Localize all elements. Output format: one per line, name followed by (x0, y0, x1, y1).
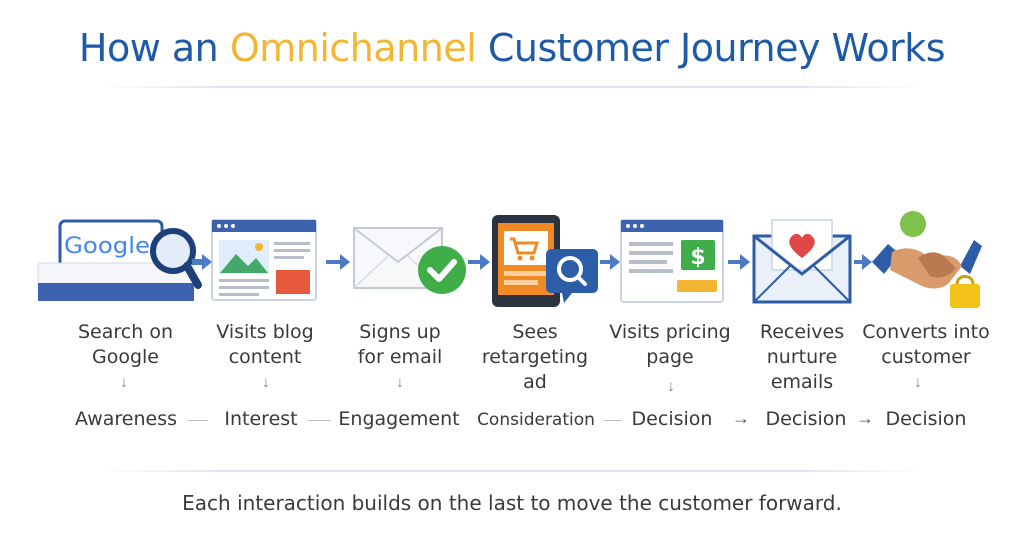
title-suffix: Customer Journey Works (487, 26, 946, 70)
footer-caption: Each interaction builds on the last to m… (182, 491, 842, 515)
stage-arrow-6: → (856, 408, 874, 428)
google-search-icon: Google (37, 219, 202, 301)
step-label-2: Visits blog content (216, 321, 314, 368)
down-arrow-1: ↓ (120, 374, 128, 391)
down-arrow-2: ↓ (262, 374, 270, 391)
top-divider (100, 86, 924, 88)
stage-connector-4 (604, 420, 622, 421)
bottom-divider (100, 470, 924, 472)
step-label-6: Receives nurture emails (759, 321, 845, 393)
title-prefix: How an (78, 26, 219, 70)
down-arrow-5: ↓ (667, 378, 675, 395)
flow-arrow-2 (326, 254, 350, 270)
flow-arrow-4 (600, 254, 620, 270)
page-title: How an Omnichannel Customer Journey Work… (0, 26, 1024, 70)
stage-arrow-5: → (732, 408, 750, 428)
down-arrow-3: ↓ (396, 374, 404, 391)
step-label-4: Sees retargeting ad (481, 321, 589, 393)
heart-email-icon (752, 219, 852, 304)
google-logo-text: Google (64, 234, 150, 259)
step-label-3: Signs up for email (357, 321, 443, 368)
blog-page-icon (211, 219, 317, 301)
step-label-7: Converts into customer (862, 321, 990, 368)
dollar-sign: $ (690, 245, 705, 270)
flow-arrow-1 (192, 254, 212, 270)
stage-label-5: Decision (631, 408, 713, 430)
mobile-ad-icon (492, 215, 598, 307)
stage-label-4: Consideration (477, 410, 595, 430)
stage-label-3: Engagement (338, 408, 460, 430)
pricing-page-icon: $ (620, 219, 724, 303)
stage-connector-1 (188, 420, 208, 421)
flow-arrow-6 (854, 254, 872, 270)
email-check-icon (353, 227, 466, 294)
stage-label-6: Decision (765, 408, 847, 430)
stage-label-1: Awareness (74, 408, 178, 430)
stage-connector-2 (308, 420, 330, 421)
step-label-5: Visits pricing page (609, 321, 731, 368)
flow-arrow-3 (468, 254, 490, 270)
stage-label-2: Interest (224, 408, 298, 430)
flow-arrow-5 (728, 254, 750, 270)
title-accent: Omnichannel (229, 26, 477, 70)
down-arrow-7: ↓ (914, 374, 922, 391)
stage-label-7: Decision (885, 408, 967, 430)
step-label-1: Search on Google (78, 321, 173, 368)
handshake-icon (872, 211, 982, 308)
